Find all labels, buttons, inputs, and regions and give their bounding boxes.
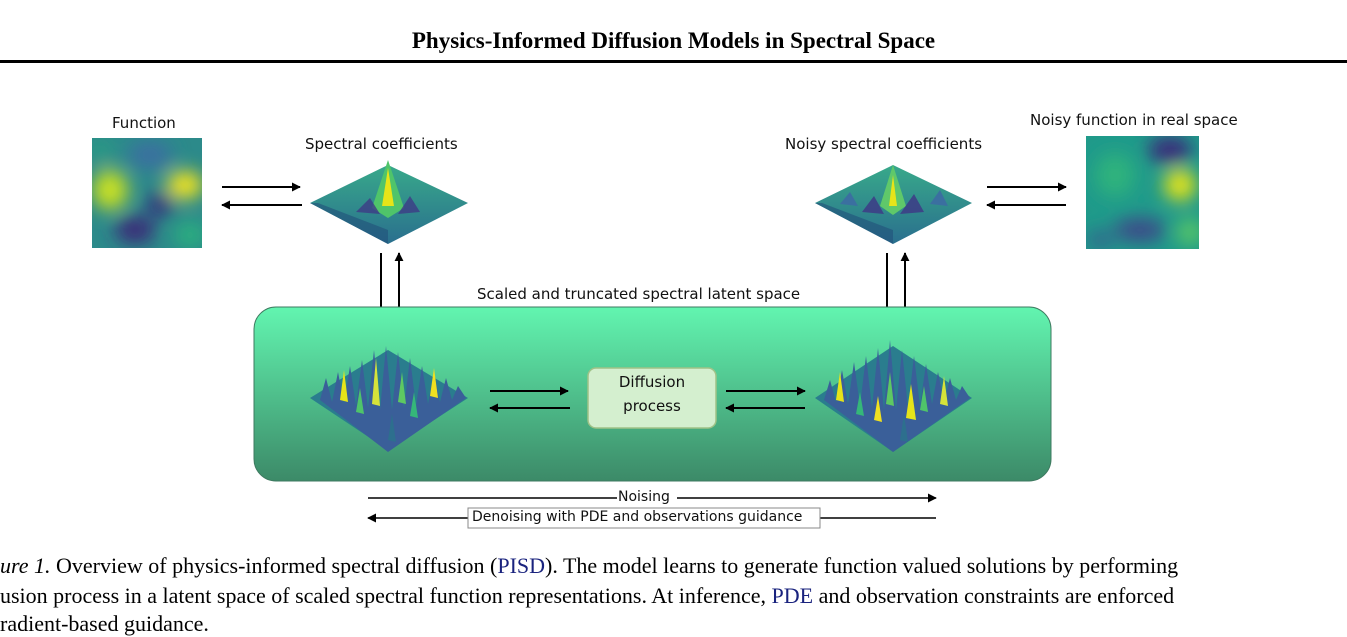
label-denoising: Denoising with PDE and observations guid… <box>472 509 803 525</box>
noisy-spectral-coefficients-surface <box>815 165 972 244</box>
page-header-title: Physics-Informed Diffusion Models in Spe… <box>411 28 936 53</box>
latent-surface-left <box>310 346 468 452</box>
caption-line-1: ure 1. Overview of physics-informed spec… <box>0 553 1347 579</box>
caption-text-3: radient-based guidance. <box>0 611 209 636</box>
caption-text-1a: Overview of physics-informed spectral di… <box>56 553 498 578</box>
latent-surface-right <box>815 340 972 452</box>
caption-text-2b: and observation constraints are enforced <box>818 583 1175 608</box>
spectral-coefficients-surface <box>310 160 468 244</box>
diffusion-line-1: Diffusion <box>618 373 686 391</box>
caption-link-pde[interactable]: PDE <box>771 583 814 608</box>
caption-line-3: radient-based guidance. <box>0 611 1347 637</box>
overview-figure <box>92 136 1199 529</box>
header-rule <box>0 60 1347 63</box>
label-function: Function <box>112 114 176 132</box>
diffusion-process-box <box>587 367 717 429</box>
function-heatmap <box>92 138 202 248</box>
label-noising: Noising <box>618 489 670 505</box>
caption-text-2a: usion process in a latent space of scale… <box>0 583 767 608</box>
caption-link-pisd[interactable]: PISD <box>497 553 546 578</box>
caption-figure-number: ure 1. <box>0 553 51 578</box>
diffusion-process-label: Diffusion process <box>588 370 716 418</box>
label-noisy-spectral-coefficients: Noisy spectral coefficients <box>785 135 983 153</box>
label-spectral-coefficients: Spectral coefficients <box>305 135 458 153</box>
diffusion-line-2: process <box>623 397 681 415</box>
label-latent-space: Scaled and truncated spectral latent spa… <box>477 285 801 303</box>
caption-line-2: usion process in a latent space of scale… <box>0 583 1347 609</box>
label-noisy-function-real-space: Noisy function in real space <box>1030 111 1238 129</box>
caption-text-1b: ). The model learns to generate function… <box>545 553 1179 578</box>
noisy-function-heatmap <box>1086 136 1199 249</box>
